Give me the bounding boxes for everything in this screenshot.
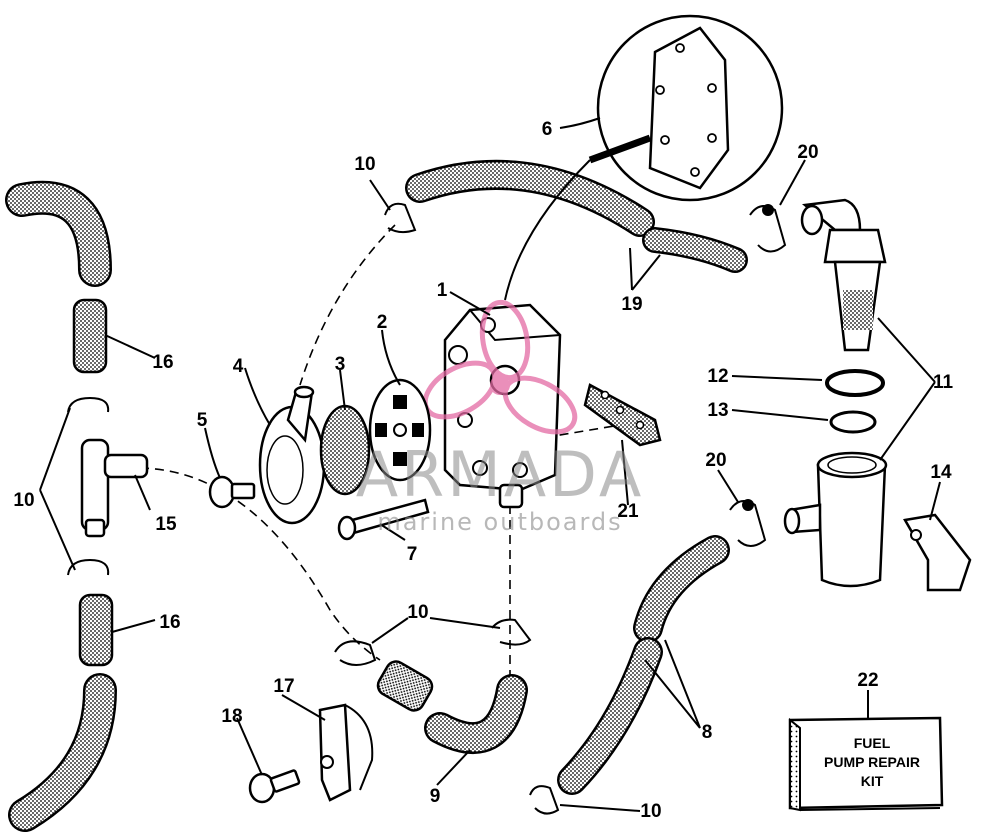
- callout-5: 5: [197, 410, 208, 431]
- o-ring-12: [825, 369, 885, 397]
- diaphragm-plate: [368, 378, 432, 482]
- callout-11: 11: [933, 372, 954, 393]
- callout-22: 22: [857, 670, 878, 691]
- callout-10-left: 10: [13, 490, 34, 511]
- callout-18: 18: [221, 706, 242, 727]
- gasket-inset: [504, 14, 784, 301]
- callout-21: 21: [617, 501, 639, 522]
- leader-lines: [39, 117, 941, 812]
- fuel-pump-body: [443, 303, 562, 509]
- watermark-propeller-logo: [422, 299, 578, 435]
- screw-7: [337, 498, 430, 541]
- tee-fitting: [80, 438, 149, 538]
- gasket-13: [829, 410, 877, 434]
- callout-4: 4: [233, 356, 244, 377]
- filter-bowl: [783, 451, 888, 588]
- kit-label-line3: KIT: [861, 773, 884, 789]
- callout-12: 12: [707, 366, 728, 387]
- watermark-tagline: marine outboards: [377, 508, 622, 536]
- top-hose: [384, 159, 748, 273]
- callout-2: 2: [377, 312, 388, 333]
- clamp-20-lower: [729, 499, 767, 547]
- kit-label-line2: PUMP REPAIR: [824, 754, 920, 770]
- callout-3: 3: [335, 354, 346, 375]
- callout-14: 14: [930, 462, 952, 483]
- left-upper-hose: [5, 180, 112, 374]
- callout-10-bottom: 10: [640, 801, 661, 822]
- kit-label-line1: FUEL: [854, 735, 891, 751]
- filter-upper-elbow: [800, 198, 887, 352]
- clamp-20-upper: [749, 204, 787, 253]
- callout-16-upper: 16: [152, 352, 173, 373]
- callout-6: 6: [542, 119, 553, 140]
- callout-19: 19: [621, 294, 642, 315]
- callout-20-lower: 20: [705, 450, 726, 471]
- callout-10-middle: 10: [407, 602, 428, 623]
- clip-17: [318, 703, 374, 802]
- callout-1: 1: [437, 280, 448, 301]
- left-hose-clamps: [67, 396, 110, 576]
- hose-9: [334, 618, 532, 754]
- callout-15: 15: [155, 514, 177, 535]
- bracket-14: [903, 513, 972, 592]
- hose-16-lower: [78, 593, 114, 667]
- callout-20-upper: 20: [797, 142, 818, 163]
- callout-17: 17: [273, 676, 294, 697]
- left-lower-hose: [8, 593, 117, 832]
- callout-16-lower: 16: [159, 612, 180, 633]
- callout-7: 7: [407, 544, 418, 565]
- watermark-brand: ARMADA: [356, 438, 644, 511]
- screw-5: [208, 475, 256, 509]
- pump-cover: [258, 385, 326, 525]
- callout-numbers: 1 2 3 4 5 6 7 8 9 10 10 10 10 11 12 13 1…: [13, 119, 953, 822]
- hose-16-upper: [72, 298, 108, 374]
- callout-8: 8: [702, 722, 713, 743]
- callout-9: 9: [430, 786, 441, 807]
- gasket-21: [583, 383, 662, 447]
- screw-18: [248, 769, 301, 804]
- callout-10-top: 10: [354, 154, 375, 175]
- hose-8: [529, 535, 730, 815]
- repair-kit-box: FUEL PUMP REPAIR KIT: [788, 716, 944, 812]
- callout-13: 13: [707, 400, 728, 421]
